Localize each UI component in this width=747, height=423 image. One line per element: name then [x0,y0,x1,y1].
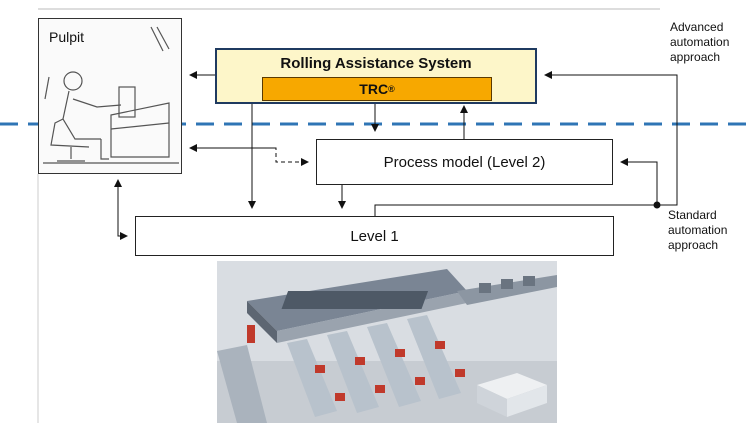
ras-title: Rolling Assistance System [280,55,472,72]
pulpit-label: Pulpit [49,29,85,45]
trc-box: TRC® [262,77,492,101]
pulpit-box: Pulpit [38,18,182,174]
arrow-pulpit-to-pm-dashed [190,147,309,166]
trc-registered-mark: ® [388,84,395,94]
arrow-level1-to-pm [620,158,658,205]
arrow-level1-to-ras [374,71,678,216]
operator-icon [43,26,179,164]
process-model-box: Process model (Level 2) [316,139,613,185]
advanced-approach-label: Advanced automation approach [670,20,730,64]
level1-label: Level 1 [350,227,399,245]
level1-box: Level 1 [135,216,614,256]
process-model-label: Process model (Level 2) [383,153,546,171]
trc-label: TRC [359,81,389,97]
standard-approach-label: Standard automation approach [668,208,728,252]
junction-dot [653,201,661,209]
arrow-pulpit-to-level1 [117,182,128,240]
rolling-assistance-system-box: Rolling Assistance System TRC® [215,48,537,104]
rolling-mill-plant-image [217,261,557,423]
